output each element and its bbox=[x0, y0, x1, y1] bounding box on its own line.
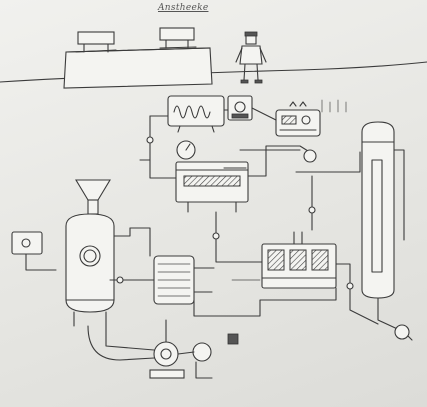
distillation-column bbox=[361, 121, 413, 341]
gauge-heater-unit bbox=[175, 140, 249, 213]
feed-hopper bbox=[75, 179, 111, 215]
sketch-caption: Anstheeke bbox=[158, 3, 209, 13]
pump-assembly bbox=[149, 333, 239, 379]
reactor-vessel-left bbox=[65, 213, 131, 327]
wall-sensor-box bbox=[11, 231, 57, 271]
triple-cell-tank bbox=[261, 231, 337, 289]
valves bbox=[116, 136, 354, 290]
top-platform bbox=[63, 27, 213, 89]
worker-figure bbox=[235, 31, 267, 84]
platform-device-right bbox=[159, 27, 195, 41]
pump-switch bbox=[227, 333, 239, 345]
piping-network bbox=[87, 107, 379, 361]
control-panel bbox=[275, 99, 347, 137]
platform-device-left bbox=[77, 31, 115, 45]
oscilloscope-monitor bbox=[167, 95, 253, 133]
